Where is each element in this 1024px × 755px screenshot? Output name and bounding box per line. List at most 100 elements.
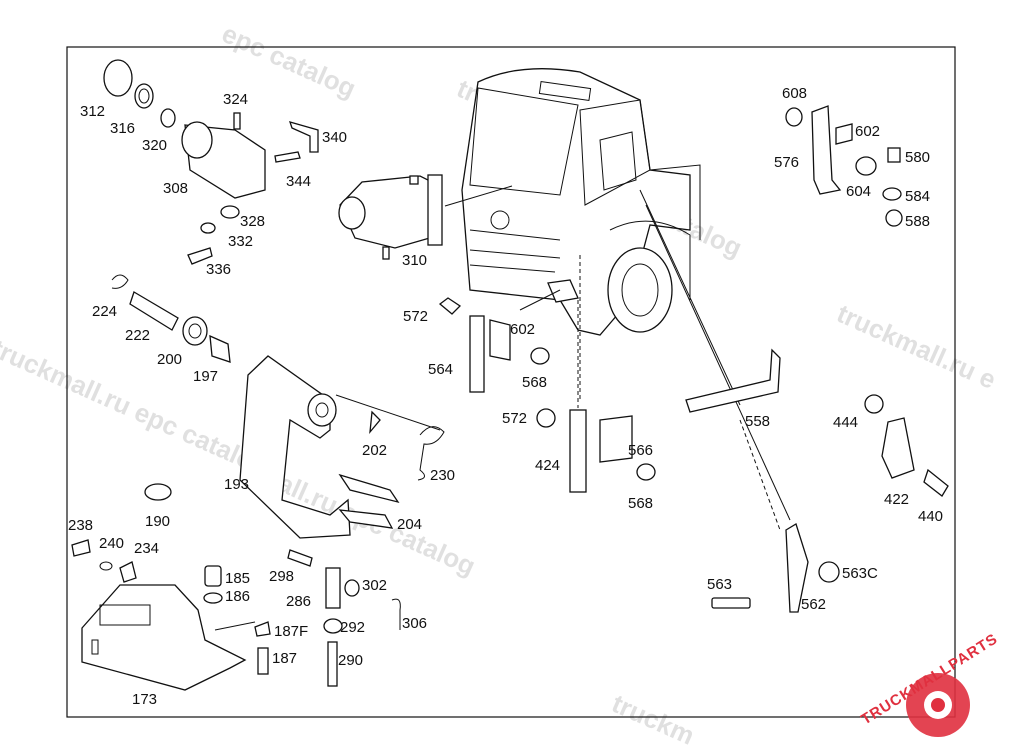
bushing [209, 334, 231, 363]
washer [203, 592, 223, 604]
mount-bracket-group [71, 539, 271, 691]
callout-label: 563 [707, 576, 732, 593]
bolt [369, 410, 381, 435]
callout-label: 576 [774, 154, 799, 171]
callout-label: 202 [362, 442, 387, 459]
bracket [811, 105, 842, 195]
bracket [469, 315, 485, 393]
pivot-boss [307, 393, 337, 427]
bolt [887, 147, 901, 163]
clevis [325, 567, 341, 609]
nut [818, 561, 840, 583]
stud-bracket-group [711, 523, 840, 613]
callout-label: 568 [522, 374, 547, 391]
bracket [489, 319, 511, 361]
washer [882, 187, 902, 201]
callout-label: 568 [628, 495, 653, 512]
callout-label: 238 [68, 517, 93, 534]
bracket [288, 121, 319, 153]
pedal-assembly [144, 355, 445, 539]
callout-label: 312 [80, 103, 105, 120]
callout-label: 604 [846, 183, 871, 200]
callout-label: 328 [240, 213, 265, 230]
pivot-shaft [129, 291, 179, 331]
callout-label: 230 [430, 467, 455, 484]
nut [254, 621, 271, 637]
callout-label: 424 [535, 457, 560, 474]
callout-label: 336 [206, 261, 231, 278]
push-rod [327, 641, 338, 687]
callout-label: 240 [99, 535, 124, 552]
callout-label: 584 [905, 188, 930, 205]
bushing [182, 316, 208, 346]
screw [530, 347, 550, 365]
brand-logo: TRUCKMALLPARTS [858, 630, 1001, 737]
screw [855, 156, 877, 176]
bolt [257, 647, 269, 675]
callout-label: 286 [286, 593, 311, 610]
washer [160, 108, 176, 128]
angle-bracket [685, 348, 781, 413]
seal-ring [134, 83, 154, 109]
callout-label: 316 [110, 120, 135, 137]
callout-label: 444 [833, 414, 858, 431]
nut [785, 107, 803, 127]
brake-fluid-reservoir [338, 174, 443, 260]
watermark: truckmall.ru e [833, 298, 1001, 395]
mount-bracket [81, 584, 247, 691]
callout-label: 344 [286, 173, 311, 190]
callout-label: 197 [193, 368, 218, 385]
callout-label: 562 [801, 596, 826, 613]
nut [885, 209, 903, 227]
callout-label: 572 [502, 410, 527, 427]
callout-label: 324 [223, 91, 248, 108]
screw [636, 463, 656, 481]
bracket [569, 409, 587, 493]
nut [438, 297, 462, 315]
callout-label: 187F [274, 623, 308, 640]
rubber-stop [204, 565, 222, 587]
push-rod-group [287, 549, 401, 687]
callout-label: 308 [163, 180, 188, 197]
return-spring [417, 426, 445, 481]
watermark: truckm [608, 688, 699, 750]
washer [200, 222, 216, 234]
truck-cab-illustration [461, 68, 701, 336]
nut [536, 408, 556, 428]
callout-label: 224 [92, 303, 117, 320]
nut [864, 394, 884, 414]
callout-label: 187 [272, 650, 297, 667]
watermark: truckmall.ru epc catalog [0, 333, 273, 482]
pedal-pad [338, 509, 394, 529]
pivot-shaft-parts [111, 274, 231, 363]
callout-label: 602 [510, 321, 535, 338]
callout-label: 588 [905, 213, 930, 230]
clip [119, 561, 137, 583]
bracket [599, 415, 633, 463]
callout-label: 234 [134, 540, 159, 557]
bolt [287, 549, 313, 567]
callout-label: 608 [782, 85, 807, 102]
callout-label: 185 [225, 570, 250, 587]
nut [323, 618, 343, 634]
callout-label: 193 [224, 476, 249, 493]
mount-plate-group [864, 394, 949, 497]
step-bracket-group [438, 297, 656, 493]
callout-label: 310 [402, 252, 427, 269]
callout-label: 186 [225, 588, 250, 605]
callout-label: 200 [157, 351, 182, 368]
reservoir-cap [103, 59, 133, 97]
callout-label: 190 [145, 513, 170, 530]
callout-label: 572 [403, 308, 428, 325]
bolt [923, 468, 949, 497]
callout-label: 320 [142, 137, 167, 154]
callout-label: 566 [628, 442, 653, 459]
mount-plate [881, 417, 915, 479]
callout-label: 173 [132, 691, 157, 708]
callout-label: 563C [842, 565, 878, 582]
bolt [71, 539, 91, 557]
diagram-frame [66, 46, 956, 718]
bracket [785, 523, 809, 613]
callout-label: 204 [397, 516, 422, 533]
